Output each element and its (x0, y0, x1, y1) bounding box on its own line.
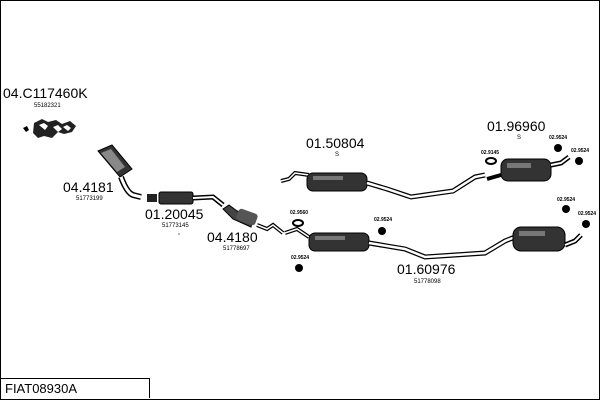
upper-silencer-number: 01.50804 (306, 135, 365, 151)
manifold-part[interactable] (23, 119, 76, 138)
lower-silencer-number: 01.60976 (397, 261, 456, 277)
upper-silencer-ref: S (335, 152, 339, 158)
fitting-mid-3[interactable]: 02.9524 (291, 255, 309, 272)
front-pipe-2-ref: 51778697 (223, 246, 250, 252)
svg-text:02.9524: 02.9524 (291, 255, 309, 261)
svg-text:02.9524: 02.9524 (571, 148, 589, 154)
fitting-upper-1[interactable]: 02.9145 (481, 150, 499, 165)
fitting-mid-2[interactable]: 02.9524 (374, 217, 392, 235)
upper-rear-silencer-part[interactable] (486, 155, 571, 182)
svg-text:02.9524: 02.9524 (557, 197, 575, 203)
upper-silencer-part[interactable] (280, 170, 486, 200)
svg-text:02.9560: 02.9560 (290, 210, 308, 216)
fitting-mid-1[interactable]: 02.9560 (290, 210, 308, 227)
fitting-right-2[interactable]: 02.9524 (578, 211, 596, 228)
svg-text:02.9145: 02.9145 (481, 150, 499, 156)
lower-silencer-ref: 51778098 (414, 279, 441, 285)
lower-silencer-part[interactable] (284, 226, 583, 260)
middle-pipe-number: 01.20045 (145, 206, 204, 222)
fitting-upper-2[interactable]: 02.9524 (549, 135, 567, 152)
middle-pipe-part[interactable] (147, 191, 225, 207)
diagram-title: FIAT08930A (1, 378, 150, 398)
svg-text:02.9524: 02.9524 (549, 135, 567, 141)
front-pipe-2-number: 04.4180 (207, 229, 258, 245)
manifold-ref: 55182321 (34, 103, 61, 109)
manifold-number: 04.C117460K (3, 85, 88, 101)
fitting-upper-3[interactable]: 02.9524 (571, 148, 589, 165)
front-pipe-part[interactable] (97, 144, 142, 200)
middle-pipe-ref: 51773145 (162, 223, 189, 229)
fitting-right-1[interactable]: 02.9524 (557, 197, 575, 213)
front-pipe-number: 04.4181 (63, 179, 114, 195)
svg-text:02.9524: 02.9524 (374, 217, 392, 223)
upper-rear-silencer-ref: S (517, 135, 521, 141)
front-pipe-2-part[interactable] (222, 204, 285, 235)
svg-text:02.9524: 02.9524 (578, 211, 596, 217)
upper-rear-silencer-number: 01.96960 (487, 118, 546, 134)
front-pipe-ref: 51773199 (76, 196, 103, 202)
